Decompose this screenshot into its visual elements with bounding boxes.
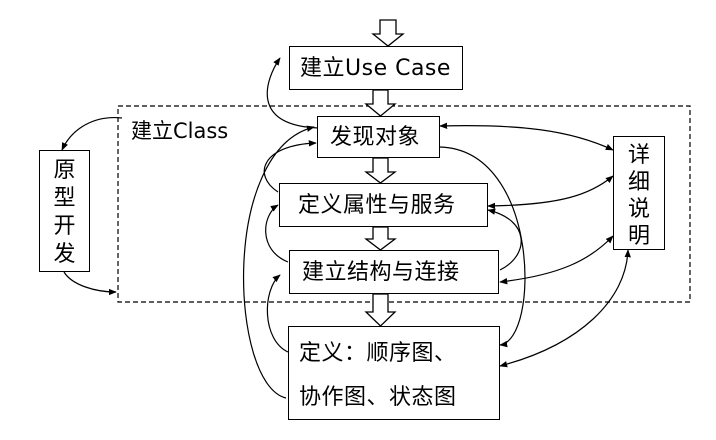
build-structure-box: 建立结构与连接: [289, 250, 499, 294]
define-diagrams-line1: 定义：顺序图、: [299, 341, 457, 366]
details-char-3: 说: [627, 197, 650, 222]
details-char-1: 详: [627, 143, 650, 168]
prototype-char-3: 开: [53, 214, 76, 239]
curve-region-to-prototype: [61, 116, 123, 151]
link-find-details: [439, 122, 614, 151]
find-objects-label: 发现对象: [330, 125, 421, 150]
details-char-2: 细: [627, 170, 650, 195]
define-attributes-label: 定义属性与服务: [298, 193, 456, 218]
flow-arrow-usecase-to-find: [364, 89, 397, 117]
prototype-box: 原 型 开 发: [39, 150, 90, 272]
define-diagrams-box: 定义：顺序图、 协作图、状态图: [288, 326, 500, 420]
flow-arrow-find-to-define: [364, 157, 397, 184]
details-char-4: 明: [627, 224, 650, 249]
details-box: 详 细 说 明: [613, 136, 665, 250]
link-build-details: [499, 235, 614, 285]
prototype-char-1: 原: [53, 158, 76, 183]
define-attributes-box: 定义属性与服务: [279, 183, 488, 227]
use-case-label: 建立Use Case: [300, 56, 451, 81]
flow-arrow-build-to-diagrams: [364, 293, 397, 327]
flow-arrow-define-to-build: [364, 226, 397, 251]
curve-find-to-diagrams: [439, 146, 526, 348]
link-diagrams-details: [499, 249, 631, 368]
flow-arrow-entry: [371, 19, 405, 47]
use-case-box: 建立Use Case: [289, 46, 463, 90]
curve-prototype-to-region: [63, 271, 117, 296]
prototype-char-2: 型: [53, 186, 76, 211]
build-structure-label: 建立结构与连接: [302, 260, 460, 285]
class-region-label: 建立Class: [131, 119, 229, 143]
curve-diagrams-to-find: [243, 125, 315, 399]
curve-diagrams-to-build: [266, 274, 289, 353]
find-objects-box: 发现对象: [317, 116, 440, 158]
link-define-details: [487, 175, 614, 210]
define-diagrams-line2: 协作图、状态图: [299, 385, 457, 410]
curve-find-to-usecase: [266, 57, 319, 129]
prototype-char-4: 发: [53, 242, 76, 267]
curve-build-to-define: [265, 204, 289, 263]
curve-define-to-find: [263, 140, 317, 193]
